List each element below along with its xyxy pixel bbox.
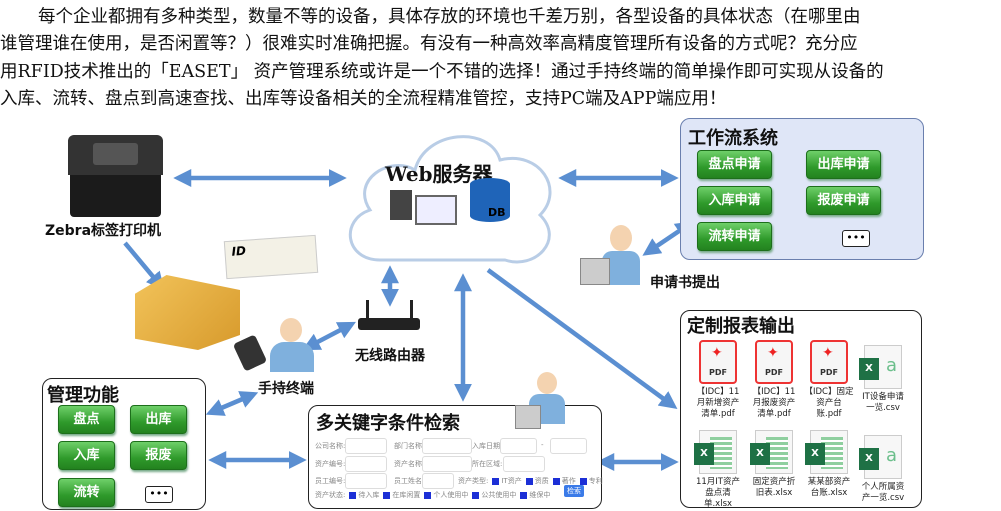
arrow-server-report (486, 268, 678, 409)
server-icon (390, 190, 412, 220)
printer-label: Zebra标签打印机 (45, 223, 162, 239)
arrow-printer-boxes (123, 241, 165, 291)
pdf-icon: ✦PDF (810, 340, 848, 384)
excel-icon: X (750, 430, 793, 474)
transfer-button[interactable]: 流转 (58, 478, 115, 507)
intro-paragraph: 每个企业都拥有多种类型，数量不等的设备，具体存放的环境也千差万别，各型设备的具体… (0, 4, 1001, 113)
pdf-icon: ✦PDF (699, 340, 737, 384)
report-file-pdf[interactable]: ✦PDF【IDC】11月报废资产清单.pdf (749, 340, 799, 420)
router-label: 无线路由器 (355, 348, 425, 364)
applicant-label: 申请书提出 (650, 275, 720, 291)
employee-number-input[interactable] (345, 473, 387, 489)
rfid-tags-image: ID (223, 234, 319, 280)
workflow-title: 工作流系统 (688, 128, 778, 149)
request-inventory-button[interactable]: 盘点申请 (697, 150, 772, 179)
search-user-icon (515, 372, 565, 429)
management-title: 管理功能 (47, 385, 119, 406)
para-line: 入库、流转、盘点到高速查找、出库等设备相关的全流程精准管控，支持PC端及APP端… (0, 88, 727, 109)
asset-status-group: 资产状态:待入库在库闲置个人使用中公共使用中维保中 (315, 491, 551, 499)
scrap-button[interactable]: 报废 (130, 441, 187, 470)
more-button[interactable]: ••• (145, 486, 173, 503)
database-icon (470, 178, 510, 222)
report-title: 定制报表输出 (687, 316, 795, 337)
field-label: 所在区域: (472, 460, 503, 468)
para-line: 谁管理谁在使用，是否闲置等？）很难实时准确把握。有没有一种高效率高精度管理所有设… (0, 34, 858, 55)
arrow-router-handheld (302, 321, 356, 351)
request-outbound-button[interactable]: 出库申请 (806, 150, 881, 179)
request-inbound-button[interactable]: 入库申请 (697, 186, 772, 215)
field-label: 资产编号: (315, 460, 346, 468)
asset-name-input[interactable] (422, 456, 472, 472)
area-select[interactable] (503, 456, 545, 472)
field-label: 资产名称: (394, 460, 425, 468)
router-icon (358, 318, 420, 330)
inventory-button[interactable]: 盘点 (58, 405, 115, 434)
asset-number-input[interactable] (345, 456, 387, 472)
inbound-date-to[interactable] (550, 438, 587, 454)
boxes-image (135, 275, 240, 350)
more-button[interactable]: ••• (842, 230, 870, 247)
field-label: 部门名称: (394, 442, 425, 450)
company-select[interactable] (345, 438, 387, 454)
request-scrap-button[interactable]: 报废申请 (806, 186, 881, 215)
arrow-handheld-management (205, 391, 259, 416)
employee-name-input[interactable] (422, 473, 454, 489)
db-label: DB (488, 206, 506, 219)
excel-icon: X (694, 430, 737, 474)
report-file-pdf[interactable]: ✦PDF【IDC】固定资产台账.pdf (804, 340, 854, 420)
handheld-user-icon (280, 318, 302, 342)
handheld-label: 手持终端 (258, 381, 314, 397)
inbound-button[interactable]: 入库 (58, 441, 115, 470)
request-transfer-button[interactable]: 流转申请 (697, 222, 772, 251)
pdf-icon: ✦PDF (755, 340, 793, 384)
field-label: 公司名称: (315, 442, 346, 450)
zebra-printer-image (68, 135, 163, 217)
search-button[interactable]: 检索 (564, 485, 584, 497)
report-file-pdf[interactable]: ✦PDF【IDC】11月新增资产清单.pdf (693, 340, 743, 420)
department-select[interactable] (422, 438, 472, 454)
applicant-person-icon (580, 225, 640, 295)
monitor-icon (415, 195, 457, 225)
search-title: 多关键字条件检索 (316, 413, 460, 434)
para-line: 每个企业都拥有多种类型，数量不等的设备，具体存放的环境也千差万别，各型设备的具体… (38, 7, 861, 27)
outbound-button[interactable]: 出库 (130, 405, 187, 434)
field-label: 入库日期: (472, 442, 503, 450)
asset-type-group: 资产类型:IT资产资质著作专利 (458, 477, 603, 485)
date-separator: - (541, 441, 544, 449)
inbound-date-from[interactable] (500, 438, 537, 454)
field-label: 员工编号: (315, 477, 346, 485)
excel-icon: X (805, 430, 848, 474)
para-line: 用RFID技术推出的「EASET」 资产管理系统或许是一个不错的选择！通过手持终… (0, 61, 884, 82)
field-label: 员工姓名: (394, 477, 425, 485)
